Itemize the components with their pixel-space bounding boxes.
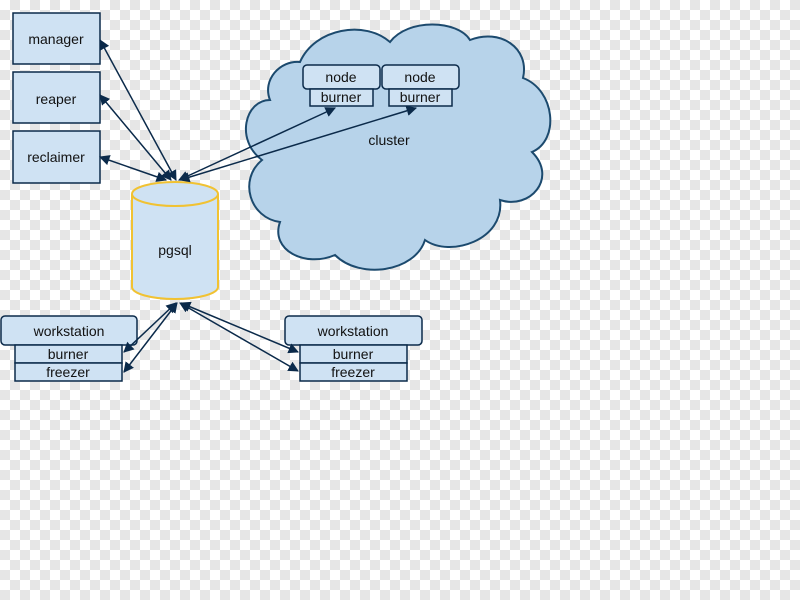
cluster-node-2-label: node bbox=[404, 69, 435, 85]
workstation-1-freezer: freezer bbox=[46, 364, 90, 380]
workstation-1: workstation burner freezer bbox=[0, 315, 138, 382]
manager-box: manager bbox=[12, 12, 101, 65]
cluster-node-2: node burner bbox=[381, 64, 460, 107]
workstation-1-title: workstation bbox=[33, 323, 105, 339]
workstation-1-burner: burner bbox=[48, 346, 89, 362]
cluster-node-2-burner: burner bbox=[400, 89, 441, 105]
pgsql-label: pgsql bbox=[158, 242, 191, 258]
workstation-2-freezer: freezer bbox=[331, 364, 375, 380]
cluster-label: cluster bbox=[368, 132, 410, 148]
reclaimer-box: reclaimer bbox=[12, 130, 101, 184]
arrow-reclaimer-pgsql bbox=[99, 155, 167, 182]
arrow-reaper-pgsql bbox=[99, 94, 172, 181]
cluster-node-1-burner: burner bbox=[321, 89, 362, 105]
arrow-manager-pgsql bbox=[99, 39, 177, 181]
cluster-node-1-label: node bbox=[325, 69, 356, 85]
workstation-2-burner: burner bbox=[333, 346, 374, 362]
arrow-ws1-freezer-pgsql bbox=[123, 302, 178, 373]
pgsql-database: pgsql bbox=[131, 181, 219, 300]
manager-label: manager bbox=[28, 31, 84, 47]
reaper-box: reaper bbox=[12, 71, 101, 124]
arrow-node2-pgsql bbox=[178, 105, 418, 183]
workstation-2: workstation burner freezer bbox=[284, 315, 423, 382]
cluster-node-1: node burner bbox=[302, 64, 381, 107]
arrow-ws2-freezer-pgsql bbox=[179, 302, 299, 372]
reaper-label: reaper bbox=[36, 91, 77, 107]
workstation-2-title: workstation bbox=[317, 323, 389, 339]
arrow-ws2-burner-pgsql bbox=[180, 301, 299, 354]
reclaimer-label: reclaimer bbox=[27, 149, 85, 165]
